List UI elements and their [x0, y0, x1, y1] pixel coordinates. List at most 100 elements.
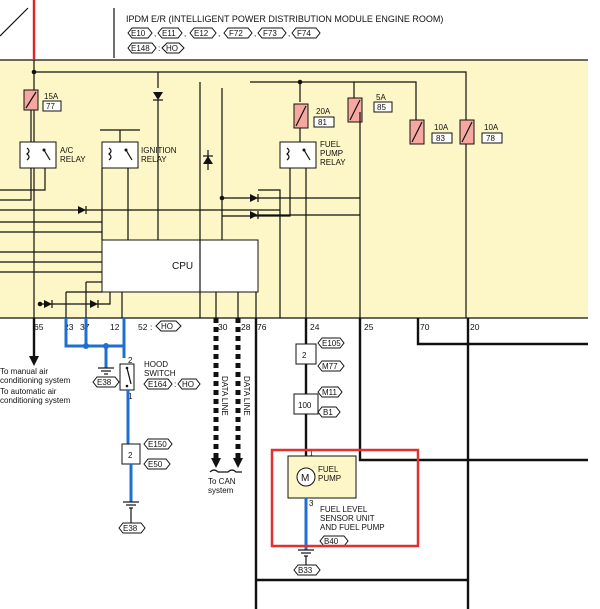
cpu-block	[101, 239, 259, 293]
fuel-pump-unit-box	[287, 455, 357, 499]
connector-pill	[257, 27, 287, 39]
colon: :	[158, 44, 160, 53]
fuel-pump-relay-label-1: FUEL	[320, 140, 341, 149]
pin-52: 52	[138, 322, 148, 332]
can-note-1: To CAN	[208, 477, 236, 486]
fuel-pump-pin-top: 1	[309, 449, 314, 458]
joint-m11-bottom-pill	[317, 406, 341, 418]
joint-e150-top-pill	[143, 438, 173, 450]
diode-icon	[203, 156, 213, 164]
ground-e38b-label: E38	[123, 524, 138, 533]
hood-switch-label-1: HOOD	[144, 360, 168, 369]
fuse-78-number: 78	[486, 134, 495, 143]
fuse-77-number-box	[42, 100, 62, 112]
relay-switch	[303, 149, 311, 161]
joint-e105-top: E105	[322, 339, 341, 348]
highlight-box	[270, 448, 420, 548]
fuse-81-amp: 20A	[316, 107, 331, 116]
diode-icon	[78, 206, 86, 214]
fprelay-coil	[222, 168, 291, 217]
diode-icon	[90, 300, 98, 308]
pin52-tag-pill	[155, 320, 182, 332]
connector-label: E12	[194, 29, 209, 38]
ac-note-2: conditioning system	[0, 376, 71, 385]
wire-pin25	[358, 318, 588, 462]
hood-contact	[125, 384, 129, 388]
hood-connector-pill	[143, 378, 173, 390]
relay-switch	[43, 149, 51, 161]
joint-e150-top: E150	[148, 440, 167, 449]
pin-20: 20	[470, 322, 480, 332]
joint-m11-top-pill	[317, 386, 343, 398]
ac-relay-label-1: A/C	[60, 146, 74, 155]
fuse-element	[461, 121, 473, 143]
pin-28: 28	[241, 322, 251, 332]
diode-icon	[250, 194, 258, 202]
internal-bus-top	[34, 71, 467, 318]
joint-m11-pin: 100	[298, 401, 312, 410]
fuel-unit-label-2: SENSOR UNIT	[320, 514, 375, 523]
ignition-relay-label-2: RELAY	[141, 155, 167, 164]
fuel-pump-pin-bottom: 3	[309, 499, 314, 508]
cpu-label: CPU	[172, 261, 193, 272]
can-note-2: system	[208, 486, 234, 495]
joint-e105-bottom-pill	[317, 360, 345, 372]
pin-70: 70	[420, 322, 430, 332]
fuse-element	[25, 91, 37, 109]
pin-76: 76	[257, 322, 267, 332]
junction-dot	[219, 195, 225, 201]
relay-coil-icon	[286, 147, 290, 161]
hood-tag-pill	[177, 378, 201, 390]
pin-12: 12	[110, 322, 120, 332]
junction-dot	[83, 343, 89, 349]
ignition-relay	[101, 141, 139, 169]
relay-coil-icon	[108, 147, 112, 161]
arrow-down-icon	[233, 458, 243, 468]
connector-pill	[127, 42, 157, 54]
fuel-unit-label-3: AND FUEL PUMP	[320, 523, 385, 532]
connector-label: F72	[229, 29, 243, 38]
hood-connector: E164	[148, 380, 167, 389]
fuse-85-number-box	[373, 101, 393, 113]
hood-tag: HO	[182, 380, 194, 389]
connector-label: F73	[263, 29, 277, 38]
arrow-down-icon	[211, 458, 221, 468]
joint-m11-top: M11	[322, 388, 338, 397]
motor-symbol: M	[301, 473, 309, 484]
fuel-unit-connector: B40	[324, 537, 339, 546]
ground-e38b-pill	[118, 522, 146, 534]
connector-pill	[189, 27, 217, 39]
fuse-83-amp: 10A	[434, 123, 449, 132]
joint-e105-pin: 2	[302, 351, 307, 360]
ground-e38-pill	[92, 376, 120, 388]
ground-b33-pill	[293, 564, 321, 576]
fuse-83-number-box	[431, 132, 453, 144]
diode-icon	[250, 211, 258, 219]
connector-pill	[127, 27, 153, 39]
fuse-element	[349, 99, 361, 121]
fuse-77-amp: 15A	[44, 92, 59, 101]
pin-25: 25	[364, 322, 374, 332]
data-line-label-1: DATA LINE	[220, 376, 229, 416]
fuel-pump-label-2: PUMP	[318, 474, 341, 483]
motor-icon	[296, 467, 316, 487]
pin-65: 65	[34, 322, 44, 332]
junction-dot	[37, 301, 43, 307]
wire-top-left	[0, 7, 29, 37]
fuse-77-number: 77	[46, 102, 55, 111]
bus-drop-fuse83	[354, 81, 417, 122]
hood-pin-bottom: 1	[128, 392, 133, 401]
fuel-pump-relay-label-3: RELAY	[320, 158, 346, 167]
wire-pin70	[416, 318, 588, 346]
ground-e38-label: E38	[97, 378, 112, 387]
ac-note-1: To manual air	[0, 367, 48, 376]
connector-label: E11	[162, 29, 176, 38]
connector-pill	[157, 27, 183, 39]
pin52-tag: HO	[161, 322, 173, 331]
joint-m11-bottom: B1	[323, 408, 333, 417]
ignition-relay-label-1: IGNITION	[141, 146, 177, 155]
fuse-element	[295, 105, 307, 127]
fuel-pump-relay-label-2: PUMP	[320, 149, 343, 158]
